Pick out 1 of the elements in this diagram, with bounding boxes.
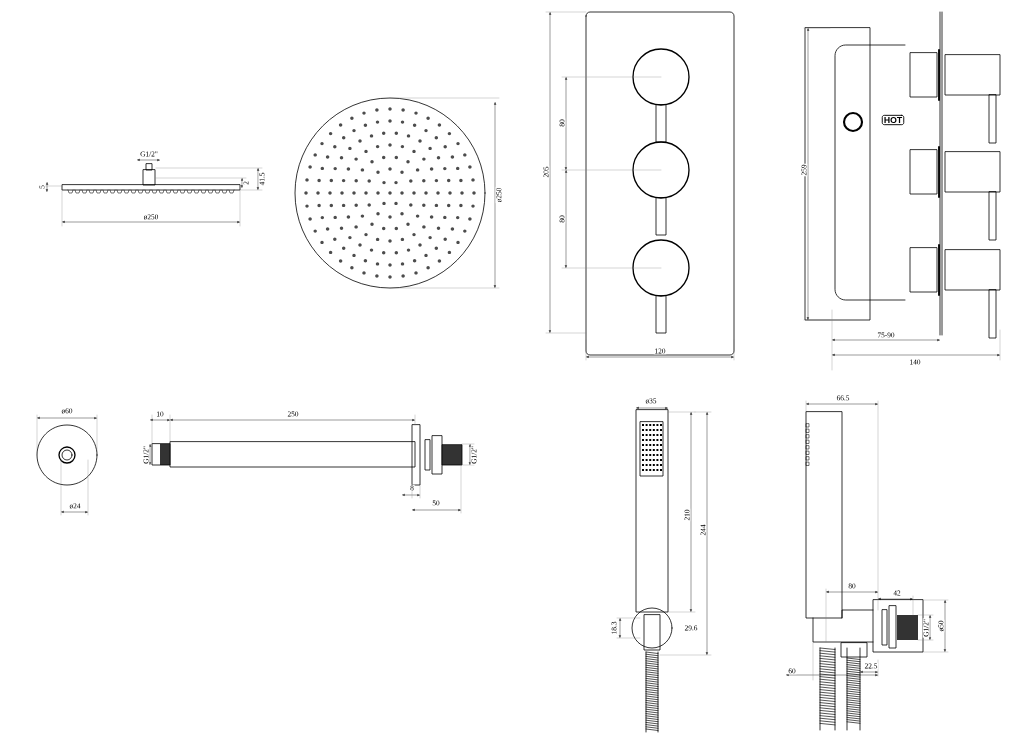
hot-label: HOT xyxy=(881,114,905,126)
